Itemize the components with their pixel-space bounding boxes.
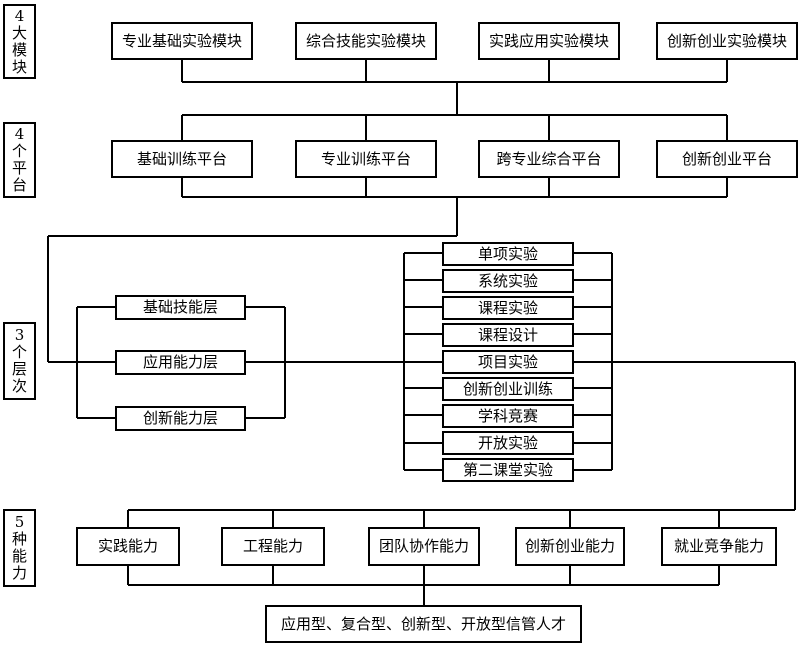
platform-box: 专业训练平台 (295, 140, 437, 178)
talent-outcome-box: 应用型、复合型、创新型、开放型信管人才 (265, 605, 582, 643)
level-box: 应用能力层 (115, 350, 246, 375)
label-modules-text: 4大模块 (11, 6, 27, 76)
ability-box: 实践能力 (76, 527, 180, 566)
experiment-box: 学科竞赛 (442, 404, 574, 428)
label-modules: 4大模块 (3, 4, 36, 79)
label-platforms-text: 4个平台 (11, 125, 27, 194)
platform-box: 创新创业平台 (656, 140, 798, 178)
ability-box: 团队协作能力 (368, 527, 480, 566)
module-box: 综合技能实验模块 (295, 22, 437, 60)
module-box: 实践应用实验模块 (478, 22, 620, 60)
level-box: 创新能力层 (115, 406, 246, 431)
label-abilities: 5种能力 (3, 509, 36, 587)
ability-box: 就业竞争能力 (661, 527, 777, 566)
ability-box: 创新创业能力 (515, 527, 625, 566)
experiment-box: 单项实验 (442, 242, 574, 266)
module-box: 专业基础实验模块 (111, 22, 253, 60)
experiment-box: 项目实验 (442, 350, 574, 374)
experiment-box: 系统实验 (442, 269, 574, 293)
platform-box: 基础训练平台 (111, 140, 253, 178)
label-levels-text: 3个层次 (11, 326, 27, 395)
platform-box: 跨专业综合平台 (478, 140, 620, 178)
label-levels: 3个层次 (3, 322, 36, 400)
experiment-box: 课程实验 (442, 296, 574, 320)
ability-box: 工程能力 (221, 527, 325, 566)
label-platforms: 4个平台 (3, 122, 36, 198)
module-box: 创新创业实验模块 (656, 22, 798, 60)
label-abilities-text: 5种能力 (11, 513, 27, 582)
experiment-box: 创新创业训练 (442, 377, 574, 401)
level-box: 基础技能层 (115, 295, 246, 320)
experiment-box: 开放实验 (442, 431, 574, 455)
experiment-box: 第二课堂实验 (442, 458, 574, 482)
experiment-box: 课程设计 (442, 323, 574, 347)
